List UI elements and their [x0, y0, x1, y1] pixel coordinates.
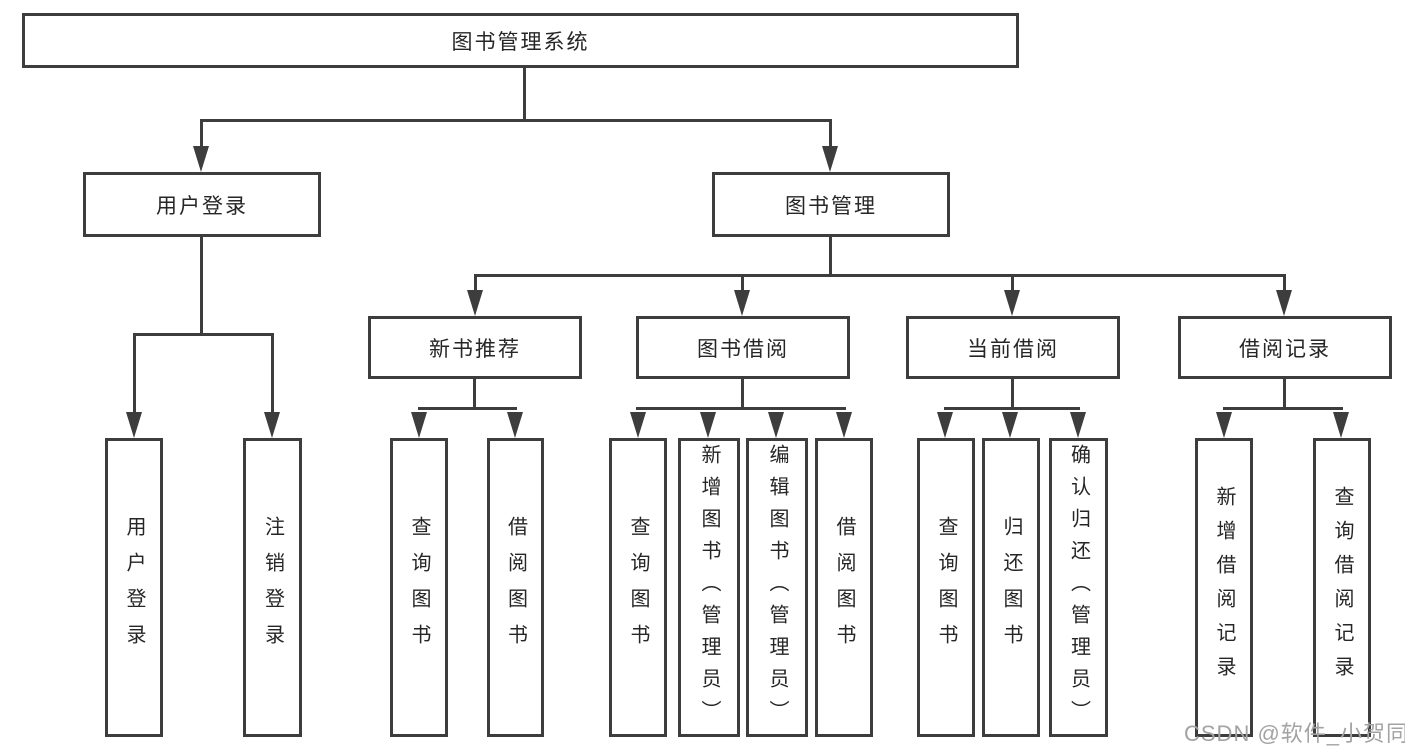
node-book-management: 图书管理 — [712, 172, 950, 237]
node-leaf-return-books: 归还图书 — [982, 438, 1040, 737]
connector-line — [829, 237, 832, 277]
connector-line — [133, 333, 274, 336]
arrow-down-icon — [126, 412, 142, 438]
connector-line — [474, 274, 477, 294]
arrow-down-icon — [1070, 412, 1086, 438]
connector-line — [829, 119, 832, 149]
connector-line — [1283, 379, 1286, 410]
connector-line — [944, 407, 1080, 410]
node-leaf-edit-books-admin: 编辑图书（管理员） — [746, 438, 808, 737]
connector-line — [133, 333, 136, 414]
arrow-down-icon — [1002, 412, 1018, 438]
arrow-down-icon — [836, 412, 852, 438]
arrow-down-icon — [700, 412, 716, 438]
node-leaf-query-books-recommend: 查询图书 — [390, 438, 448, 737]
connector-line — [636, 407, 846, 410]
node-borrow-records: 借阅记录 — [1178, 316, 1392, 379]
node-user-login: 用户登录 — [83, 172, 321, 237]
connector-line — [200, 237, 203, 336]
connector-line — [741, 379, 744, 410]
arrow-down-icon — [264, 412, 280, 438]
node-leaf-confirm-return-admin: 确认归还（管理员） — [1049, 438, 1108, 737]
connector-line — [1011, 379, 1014, 410]
node-current-borrow: 当前借阅 — [906, 316, 1120, 379]
arrow-down-icon — [937, 412, 953, 438]
arrow-down-icon — [1216, 412, 1232, 438]
connector-line — [741, 274, 744, 294]
csdn-watermark: CSDN @软件_小贺同学 — [1184, 721, 1405, 746]
node-root: 图书管理系统 — [22, 13, 1019, 68]
arrow-down-icon — [734, 290, 750, 316]
connector-line — [1223, 407, 1343, 410]
node-new-book-recommend: 新书推荐 — [368, 316, 582, 379]
connector-line — [200, 119, 832, 122]
arrow-down-icon — [630, 412, 646, 438]
arrow-down-icon — [193, 146, 209, 172]
connector-line — [418, 407, 517, 410]
arrow-down-icon — [1004, 290, 1020, 316]
node-leaf-add-books-admin: 新增图书（管理员） — [678, 438, 740, 737]
arrow-down-icon — [768, 412, 784, 438]
connector-line — [474, 274, 1286, 277]
node-book-borrow: 图书借阅 — [636, 316, 850, 379]
node-leaf-query-borrow-record: 查询借阅记录 — [1313, 438, 1371, 737]
arrow-down-icon — [507, 412, 523, 438]
node-leaf-query-books-current: 查询图书 — [917, 438, 975, 737]
connector-line — [271, 333, 274, 414]
node-leaf-borrow-books-recommend: 借阅图书 — [487, 438, 544, 737]
node-leaf-add-borrow-record: 新增借阅记录 — [1195, 438, 1253, 737]
connector-line — [473, 379, 476, 410]
connector-line — [1283, 274, 1286, 294]
arrow-down-icon — [411, 412, 427, 438]
arrow-down-icon — [822, 146, 838, 172]
arrow-down-icon — [1276, 290, 1292, 316]
node-leaf-query-books-borrow: 查询图书 — [609, 438, 667, 737]
connector-line — [1011, 274, 1014, 294]
node-leaf-borrow-books: 借阅图书 — [815, 438, 873, 737]
connector-line — [523, 68, 526, 122]
node-leaf-user-login: 用户登录 — [105, 438, 163, 737]
arrow-down-icon — [1333, 412, 1349, 438]
connector-line — [200, 119, 203, 149]
node-leaf-logout: 注销登录 — [243, 438, 302, 737]
arrow-down-icon — [467, 290, 483, 316]
